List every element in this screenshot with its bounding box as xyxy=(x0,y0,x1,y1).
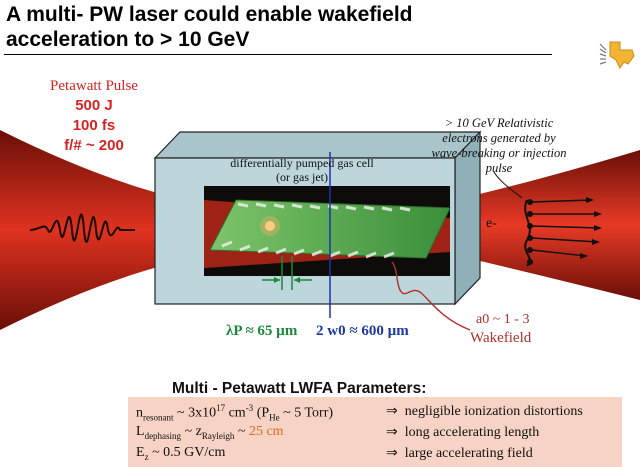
param-result-field: ⇒ large accelerating field xyxy=(386,446,533,461)
plasma-wavelength-label: λP ≈ 65 µm xyxy=(226,323,298,339)
electrons-note-line3: wave-breaking or injection xyxy=(431,146,567,160)
laser-pulse-waveform xyxy=(29,213,135,243)
param-row-density: nresonant ~ 3x1017 cm-3 (PHe ~ 5 Torr) xyxy=(136,403,334,423)
pulse-duration: 100 fs xyxy=(72,117,116,134)
parameters-heading: Multi - Petawatt LWFA Parameters: xyxy=(172,380,427,397)
petawatt-pulse-label: Petawatt Pulse xyxy=(50,78,138,94)
electron-bunch xyxy=(527,199,533,265)
electrons-note-line2: electrons generated by xyxy=(442,131,556,145)
param-result-dephasing: ⇒ long accelerating length xyxy=(386,425,540,440)
electrons-note: > 10 GeV Relativistic electrons generate… xyxy=(404,116,594,176)
texas-flag-logo-icon xyxy=(599,41,635,69)
wakefield-label: Wakefield xyxy=(470,330,532,346)
title-line-2: acceleration to > 10 GeV xyxy=(6,28,250,51)
gas-cell-label: differentially pumped gas cell (or gas j… xyxy=(222,156,382,184)
electron-symbol: e- xyxy=(486,216,497,231)
param-row-dephasing: Ldephasing ~ zRayleigh ~ 25 cm xyxy=(136,424,284,441)
electrons-note-line1: > 10 GeV Relativistic xyxy=(444,116,554,130)
param-row-field: Ez ~ 0.5 GV/cm xyxy=(136,445,226,462)
gas-cell-label-line1: differentially pumped gas cell xyxy=(230,156,374,170)
a0-label: a0 ~ 1 - 3 xyxy=(476,312,530,327)
slide-title: A multi- PW laser could enable wakefield… xyxy=(6,2,413,52)
electrons-note-line4: pulse xyxy=(485,161,513,175)
param-result-density: ⇒ negligible ionization distortions xyxy=(386,404,583,419)
spot-size-label: 2 w0 ≈ 600 µm xyxy=(316,323,409,339)
outgoing-laser-beam xyxy=(455,150,640,300)
title-divider xyxy=(4,54,552,55)
wakefield-pointer xyxy=(391,261,471,331)
title-line-1: A multi- PW laser could enable wakefield xyxy=(6,3,413,26)
parameters-box xyxy=(128,397,622,467)
pulse-energy: 500 J xyxy=(75,97,113,114)
gas-cell-label-line2: (or gas jet) xyxy=(276,170,328,184)
pulse-fnumber: f/# ~ 200 xyxy=(64,137,124,154)
incoming-laser-beam xyxy=(0,130,165,330)
